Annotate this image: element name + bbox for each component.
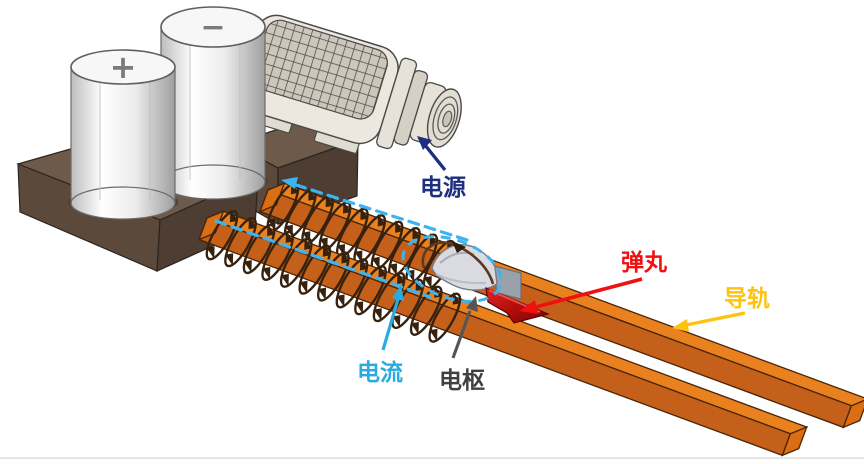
battery-positive-symbol: + — [110, 48, 137, 86]
rail-lower — [197, 209, 809, 457]
label-current-group: 电流 — [357, 285, 404, 386]
battery-positive: + — [70, 48, 176, 220]
current-arrow — [381, 285, 404, 351]
label-projectile-group: 弹丸 — [519, 250, 668, 314]
rail-arrow — [672, 311, 746, 332]
projectile-label: 弹丸 — [621, 250, 668, 276]
current-dash-arrowhead — [281, 177, 298, 189]
bottom-divider — [0, 457, 864, 459]
armature-arrow — [451, 296, 478, 359]
rail-label: 导轨 — [724, 285, 770, 312]
projectile-arrow — [519, 277, 643, 314]
coil-lower — [205, 209, 462, 343]
armature-label: 电枢 — [439, 368, 485, 394]
current-label: 电流 — [357, 359, 403, 386]
label-power-group: 电源 — [417, 136, 466, 201]
battery-negative-symbol: − — [200, 10, 225, 45]
label-rail-group: 导轨 — [672, 285, 770, 332]
current-dash-lower — [214, 219, 432, 299]
current-loop-dash — [401, 235, 503, 303]
current-dash-upper — [281, 177, 469, 242]
rail-upper — [258, 181, 864, 429]
power-supply-motor — [237, 14, 462, 154]
power-label: 电源 — [420, 175, 466, 201]
coil-field-loop — [421, 241, 495, 285]
battery-negative: − — [160, 6, 266, 200]
coil-field-arrowhead — [452, 241, 466, 253]
motor-cooling-grid — [252, 20, 388, 119]
label-armature-group: 电枢 — [439, 296, 485, 394]
power-arrow — [417, 136, 447, 172]
